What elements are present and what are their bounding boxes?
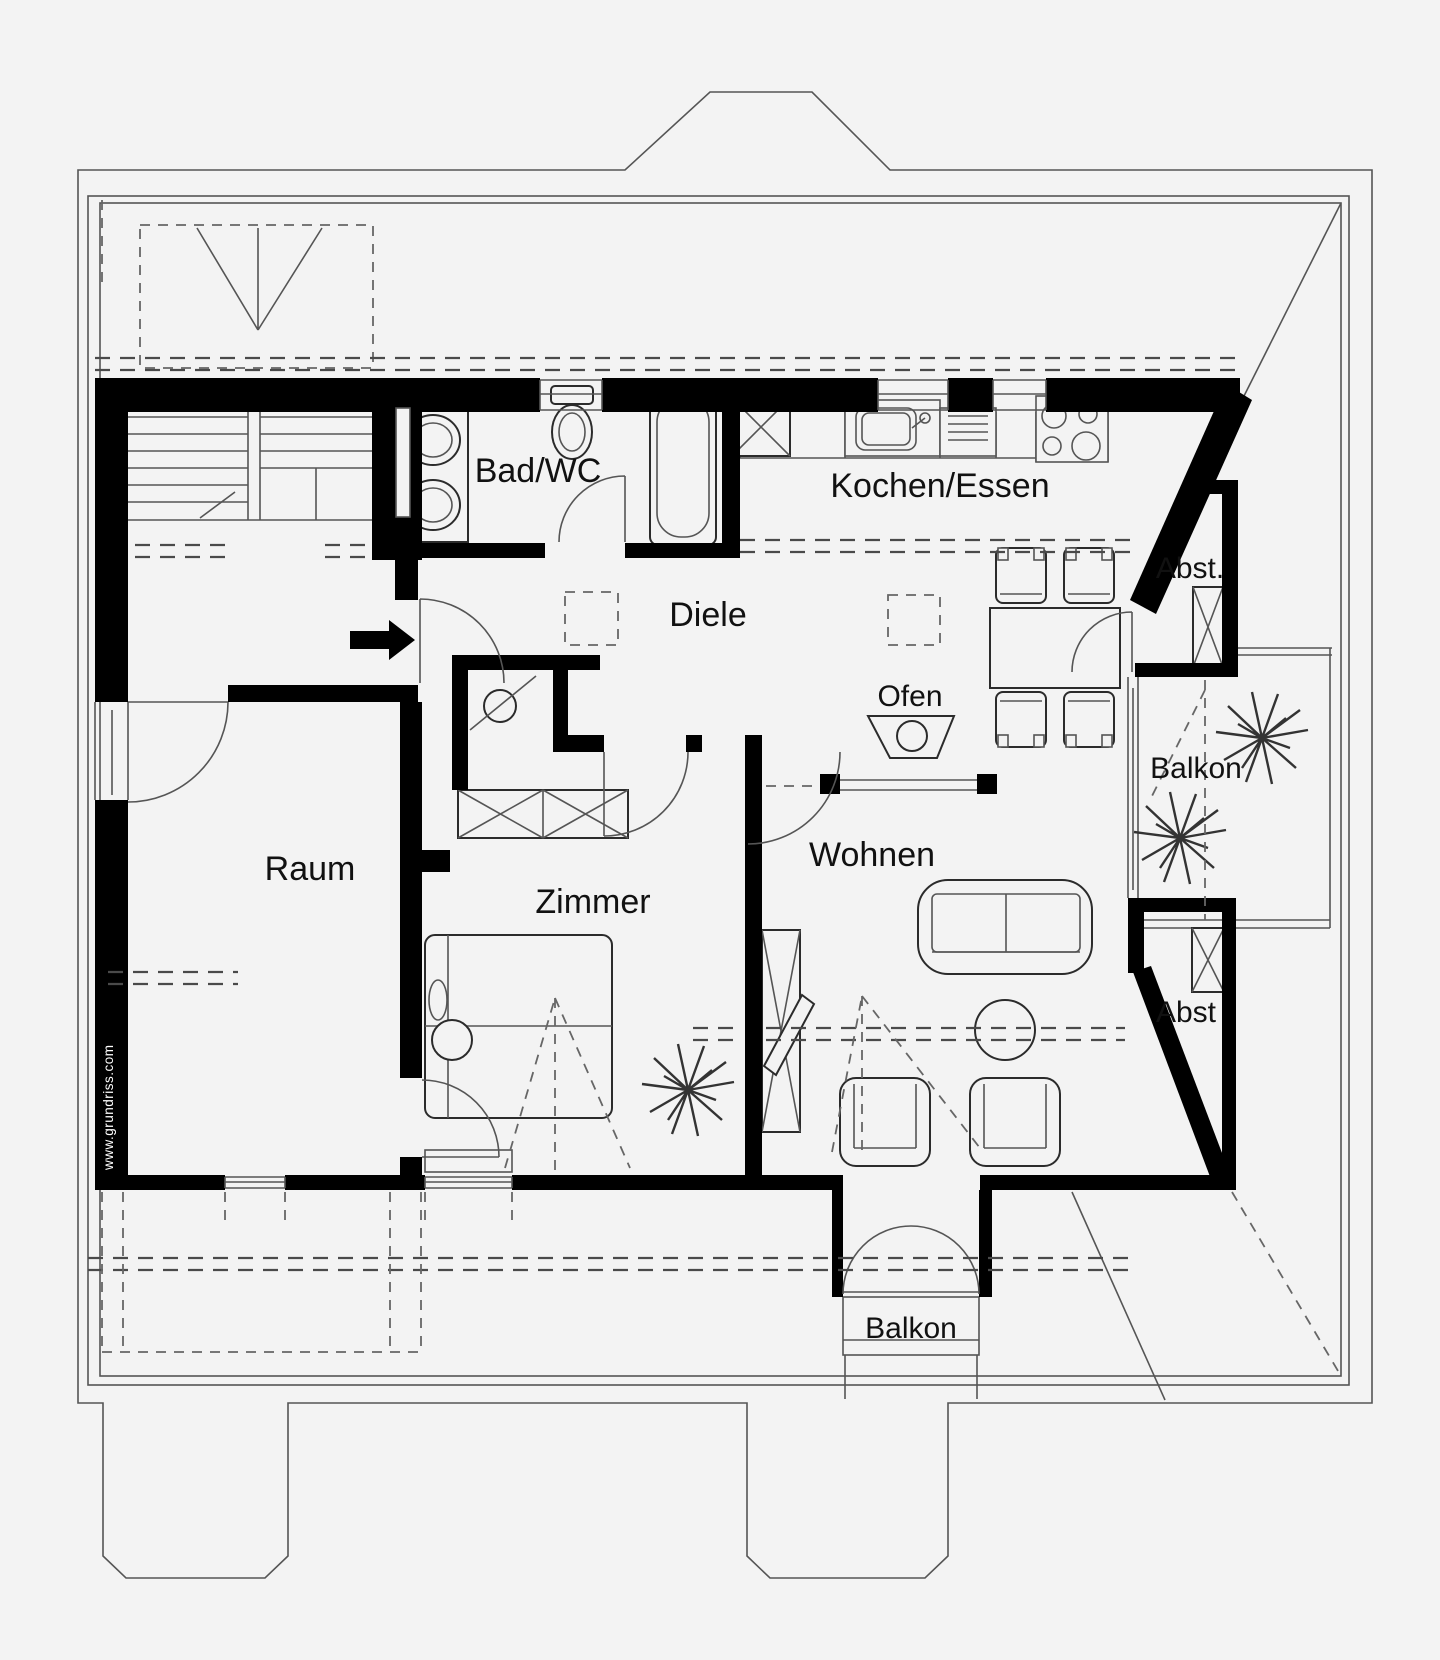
- label-diele: Diele: [669, 596, 746, 634]
- toilet-tank: [550, 385, 594, 405]
- armchair-right: [969, 1077, 1061, 1167]
- label-abst-bottom: Abst: [1156, 996, 1217, 1029]
- entry-door: [419, 598, 505, 684]
- tv: [762, 993, 816, 1077]
- entrance-arrow-icon: [350, 620, 415, 660]
- boiler-closet: [469, 675, 537, 731]
- label-balkon-bottom: Balkon: [865, 1312, 957, 1345]
- label-kochen-essen: Kochen/Essen: [830, 467, 1049, 505]
- wall-shaft: [395, 407, 411, 518]
- bath-door: [558, 475, 626, 543]
- living-room-furniture: [761, 879, 1093, 1167]
- chimney-marker-kitchen: [887, 594, 941, 646]
- roof-window-indicator: [139, 224, 374, 369]
- windows: [94, 379, 1047, 1189]
- pillow: [428, 979, 448, 1021]
- bedside-table: [431, 1019, 473, 1061]
- doors: [127, 475, 1133, 1295]
- label-balkon-right: Balkon: [1150, 752, 1242, 785]
- label-ofen: Ofen: [877, 680, 942, 713]
- armchair-left: [839, 1077, 931, 1167]
- plant-balcony-2: [1133, 791, 1227, 885]
- label-zimmer: Zimmer: [535, 883, 650, 921]
- dining-chairs: [995, 547, 1115, 748]
- zimmer-door: [603, 751, 689, 837]
- wohnen-door: [747, 751, 841, 845]
- balcony-door-right: [1071, 611, 1133, 673]
- coffee-table: [974, 999, 1036, 1061]
- balcony-bottom-structure: [842, 1291, 980, 1399]
- roof-outline: [77, 91, 1373, 1579]
- dining-set: [989, 547, 1121, 748]
- balcony-french-doors: [842, 1225, 980, 1295]
- dashed-roof-lines: [88, 200, 1342, 1377]
- zimmer-raum-door: [421, 1079, 500, 1158]
- staircase: [128, 398, 372, 521]
- label-raum: Raum: [265, 850, 356, 888]
- label-bad-wc: Bad/WC: [475, 452, 602, 490]
- bedroom-furniture: [424, 934, 613, 1173]
- label-wohnen: Wohnen: [809, 836, 935, 874]
- balcony-right-structure: [1127, 647, 1332, 929]
- oven-symbol: [837, 715, 985, 791]
- wardrobes: [457, 586, 1225, 993]
- window-sill-unit: [424, 1149, 513, 1173]
- room-labels: Bad/WC Kochen/Essen Diele Ofen Abst. Bal…: [101, 452, 1242, 1345]
- raum-door: [127, 701, 229, 803]
- chimney-marker-diele: [564, 591, 619, 646]
- plant-balcony-1: [1215, 691, 1309, 785]
- watermark-text: www.grundriss.com: [101, 1044, 116, 1171]
- label-abst-right: Abst.: [1156, 552, 1224, 585]
- plant-zimmer: [641, 1043, 735, 1137]
- plants: [641, 691, 1309, 1137]
